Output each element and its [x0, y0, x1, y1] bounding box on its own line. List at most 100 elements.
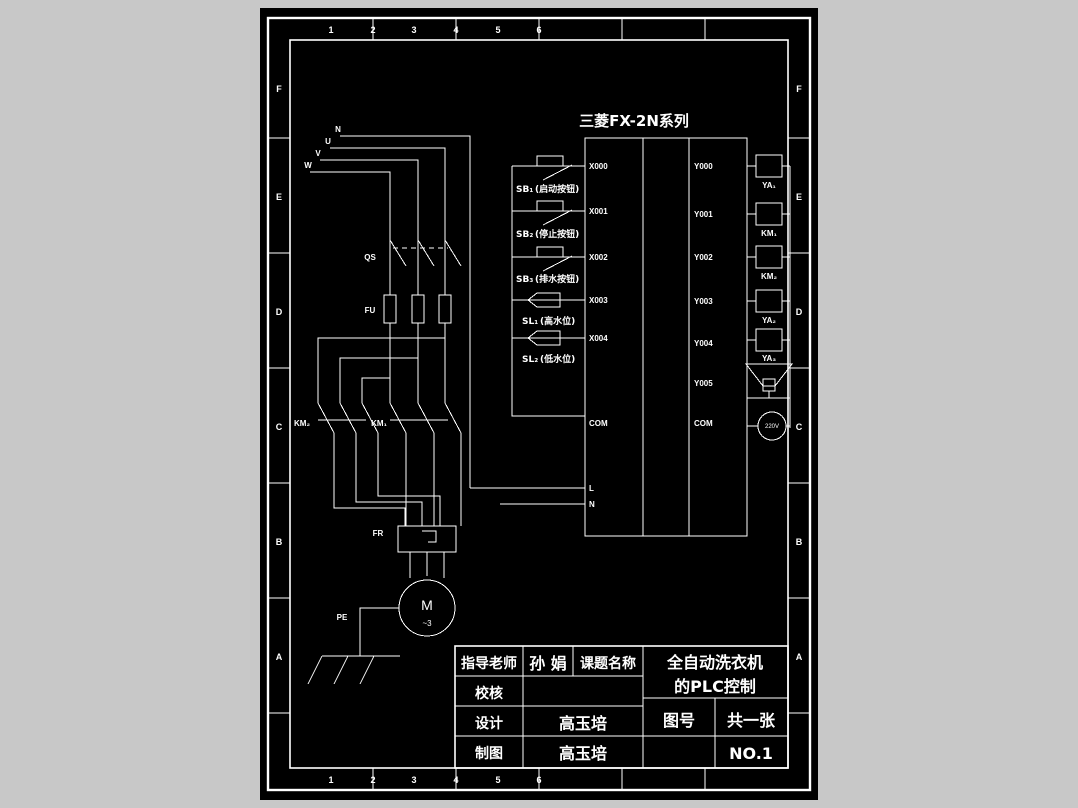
- zone-row-left-C: C: [276, 422, 283, 432]
- title-block-sheets: 共一张: [727, 711, 776, 730]
- title-block-label-2: 设计: [475, 715, 503, 732]
- power-line-label-W: W: [304, 161, 312, 170]
- title-block-value-2: 高玉培: [559, 714, 607, 733]
- input-x003-sl1: X003 SL₁ (高水位): [512, 292, 608, 327]
- title-block-number: NO.1: [729, 744, 773, 763]
- plc-output-terminal-y000: Y000: [694, 162, 713, 171]
- title-block-dwgno-label: 图号: [663, 711, 695, 730]
- title-block-subject-line1: 全自动洗衣机: [666, 653, 763, 672]
- plc-input-terminal-x001: X001: [589, 207, 608, 216]
- km2-label: KM₂: [294, 419, 310, 428]
- output-devices: YA₁ KM₁ KM₂ YA₂ YA₃: [744, 154, 794, 441]
- zone-grid: 1 2 3 4 5 6 1 2 3 4 5 6 F E D C B A F E …: [268, 18, 810, 790]
- fu-label: FU: [365, 306, 376, 315]
- fr-label: FR: [373, 529, 384, 538]
- protective-earth-pe: PE: [307, 607, 400, 685]
- zone-col-top-3: 3: [411, 25, 416, 35]
- contactor-branch-bus: [317, 323, 446, 403]
- fuses-fu: FU: [365, 294, 452, 324]
- plc-terminal-L: L: [589, 484, 594, 493]
- pe-label: PE: [337, 613, 348, 622]
- motor-m: M ~3: [398, 552, 456, 637]
- power-line-label-N: N: [335, 125, 341, 134]
- schematic-svg: 1 2 3 4 5 6 1 2 3 4 5 6 F E D C B A F E …: [266, 16, 812, 792]
- input-desc-sb3: (排水按钮): [535, 273, 579, 285]
- plc-title: 三菱FX-2N系列: [579, 112, 689, 130]
- input-desc-sl1: (高水位): [540, 315, 575, 327]
- power-supply-lines: N U V W: [304, 125, 471, 488]
- plc-terminal-N: N: [589, 500, 595, 509]
- title-block-label-0: 指导老师: [461, 655, 517, 672]
- supply-source-220v: 220V: [747, 411, 790, 441]
- output-device-ya3: YA₃: [762, 354, 776, 363]
- title-block-label-1: 校核: [475, 685, 503, 702]
- plc-body: [584, 137, 748, 537]
- zone-col-top-1: 1: [328, 25, 333, 35]
- zone-col-bottom-4: 4: [453, 775, 458, 785]
- plc-input-terminal-x004: X004: [589, 334, 608, 343]
- input-x000-sb1: X000 SB₁ (启动按钮): [512, 155, 608, 195]
- thermal-overload-fr: FR: [373, 525, 457, 553]
- plc-input-terminal-x000: X000: [589, 162, 608, 171]
- power-line-label-V: V: [315, 149, 321, 158]
- zone-row-left-B: B: [276, 537, 283, 547]
- qs-label: QS: [364, 253, 376, 262]
- zone-row-right-E: E: [796, 192, 802, 202]
- zone-col-bottom-6: 6: [536, 775, 541, 785]
- zone-col-top-4: 4: [453, 25, 458, 35]
- motor-symbol-label: M: [421, 597, 433, 613]
- zone-row-left-E: E: [276, 192, 282, 202]
- input-device-sb3: SB₃: [516, 275, 533, 285]
- input-device-sb2: SB₂: [516, 230, 533, 240]
- input-desc-sl2: (低水位): [540, 353, 575, 365]
- plc-output-terminal-y004: Y004: [694, 339, 713, 348]
- plc-output-com-label: COM: [694, 419, 713, 428]
- disconnect-switch-qs: QS: [364, 239, 462, 267]
- title-block-subject-line2: 的PLC控制: [674, 677, 756, 696]
- input-wiring-box: [511, 166, 585, 417]
- input-device-sb1: SB₁: [516, 185, 533, 195]
- cad-drawing-sheet: 1 2 3 4 5 6 1 2 3 4 5 6 F E D C B A F E …: [260, 8, 818, 800]
- contactor-km2: KM₂: [294, 402, 379, 434]
- zone-col-bottom-5: 5: [495, 775, 500, 785]
- output-device-km1: KM₁: [761, 229, 777, 238]
- motor-phase-label: ~3: [422, 619, 432, 628]
- zone-col-top-6: 6: [536, 25, 541, 35]
- title-block-label-3: 制图: [475, 745, 503, 762]
- zone-row-left-A: A: [276, 652, 283, 662]
- zone-row-right-C: C: [796, 422, 803, 432]
- input-x001-sb2: X001 SB₂ (停止按钮): [512, 200, 608, 240]
- plc-output-terminal-y005: Y005: [694, 379, 713, 388]
- title-block-subject-label: 课题名称: [580, 655, 636, 672]
- title-block-value-3: 高玉培: [559, 744, 607, 763]
- output-device-km2: KM₂: [761, 272, 777, 281]
- drawing-border: [266, 16, 812, 792]
- plc-input-terminal-x003: X003: [589, 296, 608, 305]
- title-block: 指导老师 校核 设计 制图 孙 娟 高玉培 高玉培 课题名称 全自动洗衣机 的P…: [454, 645, 789, 769]
- buzzer-icon: [744, 363, 794, 399]
- input-desc-sb1: (启动按钮): [535, 183, 579, 195]
- zone-row-left-D: D: [276, 307, 283, 317]
- output-device-ya1: YA₁: [762, 181, 776, 190]
- plc-output-terminals: Y000 Y001 Y002 Y003 Y004 Y005 COM: [694, 162, 713, 428]
- zone-row-left-F: F: [276, 84, 282, 94]
- km1-label: KM₁: [371, 419, 387, 428]
- plc-output-terminal-y003: Y003: [694, 297, 713, 306]
- plc-supply-terminals: L N: [470, 484, 595, 509]
- supply-lamp-label: 220V: [765, 424, 779, 430]
- zone-col-bottom-2: 2: [370, 775, 375, 785]
- zone-col-bottom-3: 3: [411, 775, 416, 785]
- input-x004-sl2: X004 SL₂ (低水位): [512, 330, 608, 365]
- zone-col-top-2: 2: [370, 25, 375, 35]
- input-device-sl2: SL₂: [522, 355, 538, 365]
- input-x002-sb3: X002 SB₃ (排水按钮): [512, 246, 608, 285]
- zone-col-top-5: 5: [495, 25, 500, 35]
- zone-row-right-D: D: [796, 307, 803, 317]
- plc-input-terminal-x002: X002: [589, 253, 608, 262]
- power-line-label-U: U: [325, 137, 331, 146]
- plc-input-com-label: COM: [589, 419, 608, 428]
- input-desc-sb2: (停止按钮): [535, 228, 579, 240]
- title-block-value-0: 孙 娟: [529, 654, 567, 673]
- plc-output-terminal-y001: Y001: [694, 210, 713, 219]
